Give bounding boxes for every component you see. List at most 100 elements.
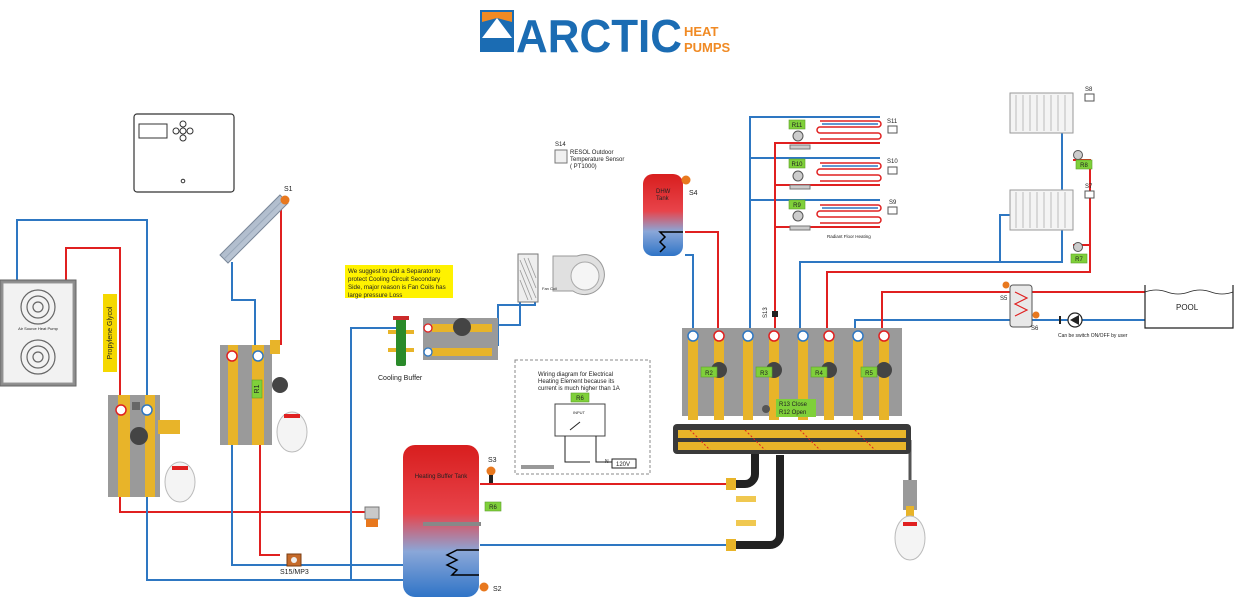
relay-r4-tag [810,366,828,378]
pool-pump-note: Can be switch ON/OFF by user [1058,333,1128,339]
mixing-valve [364,506,380,527]
gauge-icon [423,323,433,333]
air-source-heat-pump-label: Air Source Heat Pump [18,326,59,331]
sensor-s3-icon [486,466,496,476]
separator-note-line-1: We suggest to add a Separator to [348,268,441,275]
fan-coil-label: Fan Coil [542,286,557,291]
separator-note-line-4: large pressure Loss [348,292,402,299]
sensor-s6-icon [1032,311,1040,319]
outdoor-sensor-line-3: ( PT1000) [570,164,597,170]
sensor-s9-label: S9 [889,200,897,206]
fan-coil [517,253,605,303]
relay-r2-label: R2 [705,371,713,377]
relay-r8-label: R8 [1080,163,1088,169]
relay-r5-label: R5 [865,371,873,377]
zone-valve-r12-r13: R13 Close R12 Open [762,399,816,417]
propylene-glycol-tag: Propylene Glycol [103,294,117,372]
gauge-icon [423,347,433,357]
relay-r4-label: R4 [815,371,823,377]
sensor-s1-icon [280,195,290,205]
fan-icon [20,289,56,375]
relay-r9-label: R9 [793,203,801,209]
floor-zone-valves [789,130,811,231]
gauge-icon [742,330,754,342]
pool-label: POOL [1176,303,1199,312]
relay-r7-tag [1070,253,1088,264]
logo-pumps-text: PUMPS [684,40,731,55]
radiant-floor-loops [816,120,882,224]
cooling-pump-station [423,318,498,360]
gauge-icon [768,330,780,342]
svg-text:DHW Tank: DHW Tank [656,189,672,202]
sensor-s6-label: S6 [1031,326,1039,332]
gauge-icon [687,330,699,342]
wiring-voltage-label: 120V [616,462,630,468]
gauge-icon [115,404,127,416]
relay-r11-tag [788,119,806,130]
gauge-icon [823,330,835,342]
pool: POOL [1144,285,1234,329]
cooling-buffer [388,316,414,366]
sensor-s15-label: S15/MP3 [280,569,309,576]
separator-note: We suggest to add a Separator to protect… [345,265,453,299]
pool-heat-exchanger [1009,284,1033,328]
controller-unit [133,113,235,193]
svg-text:Wiring diagram for Electrical: Wiring diagram for Electrical Heating El… [538,372,620,392]
relay-r6-wiring-tag [570,392,590,403]
sensor-s14-label: S14 [555,142,566,148]
cooling-buffer-label: Cooling Buffer [378,375,423,382]
gauge-icon [878,330,890,342]
sensor-s8-icon [1084,93,1095,102]
wiring-diagram-box: Wiring diagram for Electrical Heating El… [514,359,651,475]
expansion-vessel [276,411,308,453]
dhw-tank-line-1: DHW [656,189,671,195]
arctic-logo: ARCTIC HEAT PUMPS [480,10,731,62]
sensor-s13-icon [772,311,778,317]
wiring-note-line-1: Wiring diagram for Electrical [538,372,613,378]
manifold-expansion-vessel [894,480,926,561]
sensor-s2-label: S2 [493,586,502,593]
r13-close-label: R13 Close [779,402,808,408]
heat-pump-pump-station [108,395,196,503]
outdoor-sensor-line-2: Temperature Sensor [570,157,624,163]
relay-r1-label: R1 [254,384,261,393]
air-source-heat-pump: Air Source Heat Pump [0,279,77,387]
sensor-s10-icon [887,166,898,175]
wiring-note-line-2: Heating Element because its [538,379,614,385]
sensor-s7-icon [1084,190,1095,199]
gauge-icon [252,350,264,362]
r12-open-label: R12 Open [779,410,806,416]
relay-r2-tag [700,366,718,378]
logo-main-text: ARCTIC [516,10,682,62]
relay-r9-tag [788,199,806,210]
relay-r6-wiring-label: R6 [576,396,584,402]
heating-buffer-tank-label: Heating Buffer Tank [415,474,468,480]
solar-pump-station [220,340,308,453]
relay-r3-label: R3 [760,371,768,377]
relay-r10-label: R10 [791,162,803,168]
pump-group-station [673,328,911,551]
sensor-s11-label: S11 [887,119,898,125]
sensor-s4-icon [681,175,691,185]
heating-buffer-tank: Heating Buffer Tank [403,445,481,597]
relay-r3-tag [755,366,773,378]
relay-r1-tag [251,379,263,399]
radiator-valve-icon [1073,242,1083,252]
wiring-neutral-label: N [605,459,609,465]
gauge-icon [713,330,725,342]
sensor-s7-label: S7 [1085,184,1093,190]
propylene-glycol-label: Propylene Glycol [107,306,114,359]
logo-heat-text: HEAT [684,24,718,39]
relay-r6-tag [484,501,502,512]
expansion-vessel [164,461,196,503]
radiator-valve-icon [1073,150,1083,160]
gauge-icon [852,330,864,342]
svg-text:We suggest to add a Separator: We suggest to add a Separator to protect… [348,268,447,299]
sensor-s5-icon [1002,281,1010,289]
pool-pump-icon [1059,312,1083,328]
sensor-s1-label: S1 [284,186,293,193]
sensor-s3-label: S3 [488,457,497,464]
sensor-s10-label: S10 [887,159,898,165]
sensor-s8-label: S8 [1085,87,1093,93]
